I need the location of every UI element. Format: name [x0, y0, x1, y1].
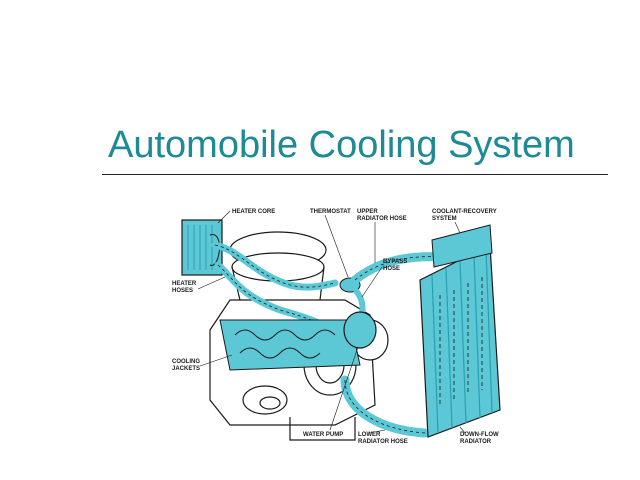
label-bypass-hose-2: HOSE [383, 266, 400, 272]
label-water-pump: WATER PUMP [303, 432, 343, 438]
leader-lines [197, 210, 466, 434]
label-coolant-recovery-1: COOLANT-RECOVERY [432, 209, 497, 215]
label-upper-radiator-hose-1: UPPER [357, 209, 378, 215]
cooling-system-diagram: HEATER CORE THERMOSTAT UPPER RADIATOR HO… [172, 209, 501, 445]
label-bypass-hose-1: BYPASS [383, 259, 407, 265]
label-down-flow-radiator-1: DOWN-FLOW [460, 432, 499, 438]
title-divider [102, 174, 608, 175]
down-flow-radiator [419, 244, 501, 438]
coolant-recovery-tank [431, 224, 493, 268]
label-down-flow-radiator-2: RADIATOR [460, 439, 492, 445]
label-heater-core: HEATER CORE [232, 209, 275, 215]
label-upper-radiator-hose-2: RADIATOR HOSE [357, 216, 407, 222]
slide-title: Automobile Cooling System [108, 124, 575, 166]
label-lower-radiator-hose-1: LOWER [358, 432, 381, 438]
label-cooling-jackets-2: JACKETS [172, 366, 200, 372]
diagram-labels: HEATER CORE THERMOSTAT UPPER RADIATOR HO… [172, 209, 499, 445]
cooling-jackets [219, 319, 361, 371]
label-thermostat: THERMOSTAT [310, 209, 351, 215]
label-coolant-recovery-2: SYSTEM [432, 216, 457, 222]
label-heater-hoses-1: HEATER [172, 281, 197, 287]
label-cooling-jackets-1: COOLING [172, 359, 200, 365]
label-lower-radiator-hose-2: RADIATOR HOSE [358, 439, 408, 445]
water-pump [343, 311, 377, 349]
label-heater-hoses-2: HOSES [172, 288, 193, 294]
